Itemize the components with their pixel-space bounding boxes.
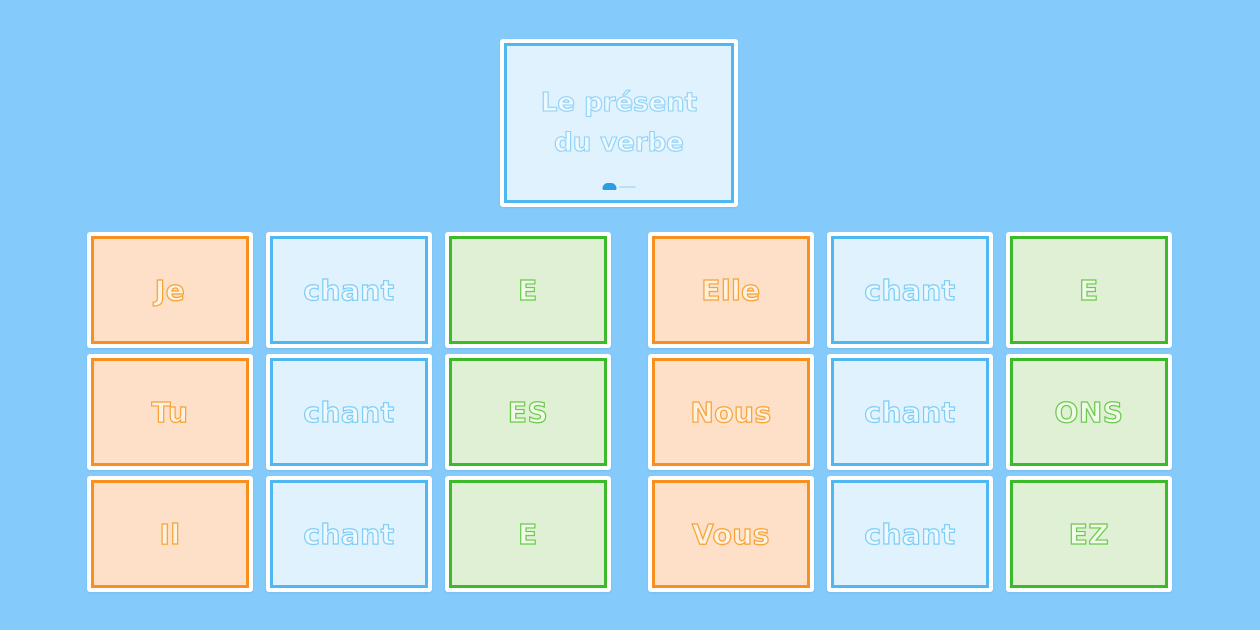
pronoun-card-panel: Elle: [652, 236, 810, 344]
pronoun-card-panel: Vous: [652, 480, 810, 588]
stem-label: chant: [303, 273, 395, 307]
stem-card-panel: chant: [831, 236, 989, 344]
stem-card[interactable]: chant: [266, 354, 432, 470]
stem-card[interactable]: chant: [827, 354, 993, 470]
pronoun-label: Nous: [690, 395, 772, 429]
stem-card-panel: chant: [270, 358, 428, 466]
pronoun-card-je[interactable]: Je: [87, 232, 253, 348]
ending-card[interactable]: E: [445, 232, 611, 348]
pronoun-card-panel: Tu: [91, 358, 249, 466]
stem-card-panel: chant: [831, 358, 989, 466]
title-card: Le présent du verbe: [500, 39, 738, 207]
stem-card-panel: chant: [270, 480, 428, 588]
ending-card[interactable]: EZ: [1006, 476, 1172, 592]
ending-label: ES: [507, 395, 549, 429]
ending-label: E: [518, 273, 538, 307]
ending-card[interactable]: ES: [445, 354, 611, 470]
pronoun-card-vous[interactable]: Vous: [648, 476, 814, 592]
stem-label: chant: [303, 395, 395, 429]
pronoun-label: Je: [154, 273, 186, 307]
ending-label: E: [518, 517, 538, 551]
pronoun-card-nous[interactable]: Nous: [648, 354, 814, 470]
stem-label: chant: [864, 273, 956, 307]
ending-card[interactable]: ONS: [1006, 354, 1172, 470]
ending-card[interactable]: E: [1006, 232, 1172, 348]
ending-label: EZ: [1068, 517, 1110, 551]
stem-label: chant: [864, 517, 956, 551]
ending-card-panel: E: [1010, 236, 1168, 344]
ending-label: ONS: [1054, 395, 1124, 429]
logo-mark-icon: [602, 183, 617, 190]
publisher-logo: [602, 183, 636, 190]
stem-card[interactable]: chant: [266, 232, 432, 348]
ending-card-panel: ES: [449, 358, 607, 466]
title-line-1: Le présent: [540, 87, 698, 118]
ending-card[interactable]: E: [445, 476, 611, 592]
ending-label: E: [1079, 273, 1099, 307]
pronoun-card-tu[interactable]: Tu: [87, 354, 253, 470]
pronoun-label: Elle: [701, 273, 761, 307]
ending-card-panel: E: [449, 236, 607, 344]
ending-card-panel: ONS: [1010, 358, 1168, 466]
stem-card[interactable]: chant: [827, 232, 993, 348]
page-title: Le présent du verbe: [540, 83, 698, 163]
stem-label: chant: [303, 517, 395, 551]
stem-card-panel: chant: [831, 480, 989, 588]
pronoun-card-panel: Il: [91, 480, 249, 588]
stem-label: chant: [864, 395, 956, 429]
ending-card-panel: E: [449, 480, 607, 588]
title-line-2: du verbe: [554, 127, 685, 158]
stem-card[interactable]: chant: [266, 476, 432, 592]
pronoun-label: Vous: [691, 517, 770, 551]
pronoun-card-panel: Nous: [652, 358, 810, 466]
pronoun-label: Il: [159, 517, 181, 551]
title-card-panel: Le présent du verbe: [504, 43, 734, 203]
stem-card-panel: chant: [270, 236, 428, 344]
ending-card-panel: EZ: [1010, 480, 1168, 588]
pronoun-card-il[interactable]: Il: [87, 476, 253, 592]
logo-wordmark: [619, 185, 636, 188]
stem-card[interactable]: chant: [827, 476, 993, 592]
pronoun-card-elle[interactable]: Elle: [648, 232, 814, 348]
pronoun-card-panel: Je: [91, 236, 249, 344]
pronoun-label: Tu: [151, 395, 189, 429]
